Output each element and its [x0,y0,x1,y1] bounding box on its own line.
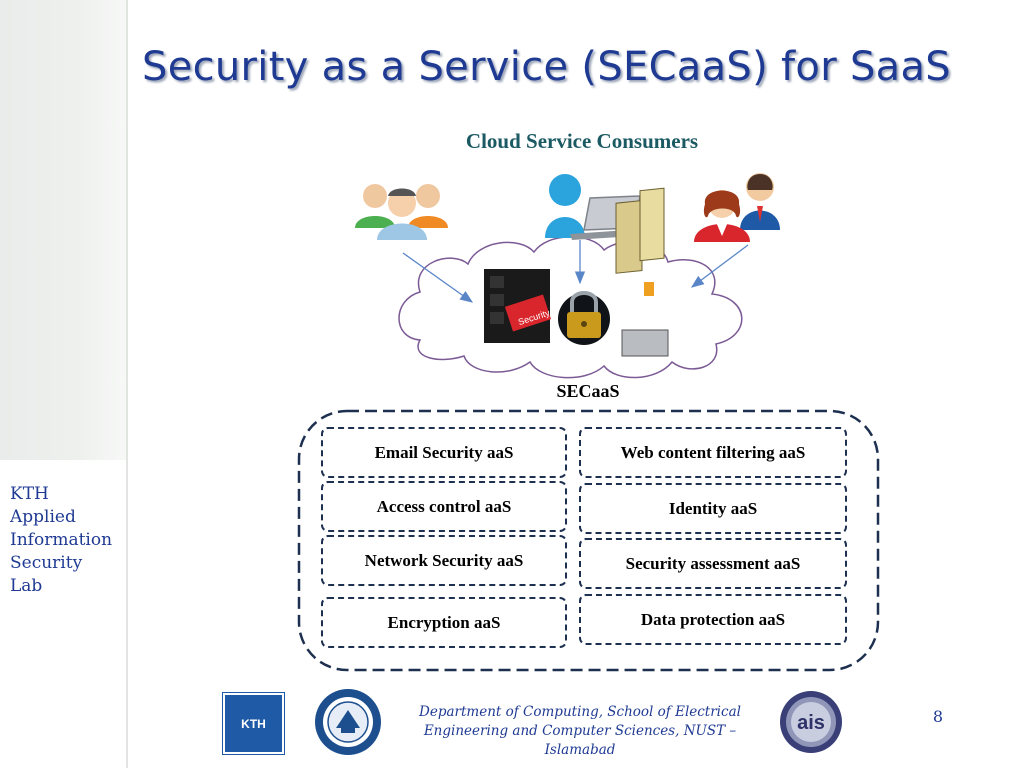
department-line: Department of Computing, School of Elect… [419,704,741,720]
nust-logo [315,689,381,755]
arrow-consumer-group [402,252,474,303]
ais-logo-text: ais [797,712,825,734]
cloud-consumers-label: Cloud Service Consumers [465,129,699,153]
secaas-label: SECaaS [556,381,620,401]
page-number: 8 [932,707,944,726]
users-group-icon [355,184,448,240]
kth-logo: KTH [222,692,285,755]
padlock-icon [558,291,610,345]
service-web-content-filtering: Web content filtering aaS [579,427,847,478]
security-keyboard-icon: Security [484,269,551,343]
ais-logo: ais [780,691,842,753]
server-security-icon [615,187,669,357]
lab-name-line: KTH [10,484,49,504]
sidebar-divider [126,0,128,768]
service-email-security: Email Security aaS [321,427,567,478]
department-text: Department of Computing, School of Elect… [404,703,756,760]
service-security-assessment: Security assessment aaS [579,538,847,589]
service-encryption: Encryption aaS [321,597,567,648]
lab-name-line: Lab [10,576,43,596]
business-people-icon [694,173,780,242]
service-data-protection: Data protection aaS [579,594,847,645]
slide-title: Security as a Service (SECaaS) for SaaS [142,44,951,90]
department-line: Engineering and Computer Sciences, NUST … [423,723,737,739]
secaas-dashed-border [297,409,880,672]
lab-name-line: Information [10,530,113,550]
arrow-consumer-business [690,244,749,288]
lab-name: KTH Applied Information Security Lab [10,483,125,598]
department-line: Islamabad [544,742,616,758]
service-access-control: Access control aaS [321,481,567,532]
background-lock-chain-image [0,0,128,460]
lab-name-line: Security [10,553,83,573]
service-network-security: Network Security aaS [321,535,567,586]
lab-name-line: Applied [10,507,76,527]
service-identity: Identity aaS [579,483,847,534]
